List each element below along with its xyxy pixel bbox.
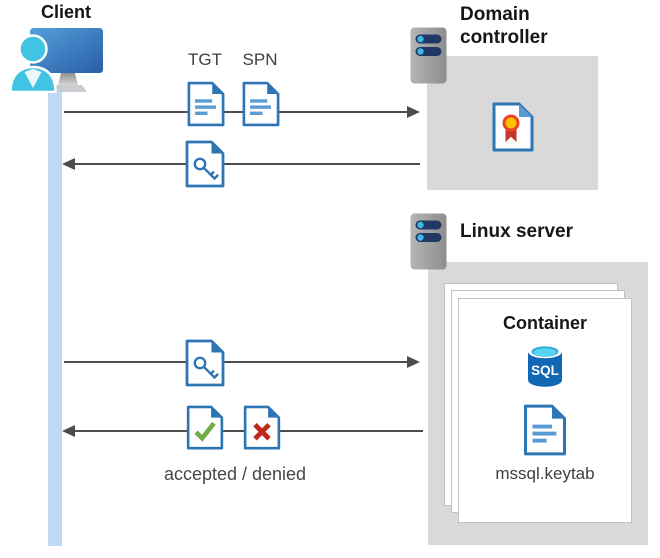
keytab-file-label: mssql.keytab — [495, 464, 595, 483]
sql-database-icon: SQL — [528, 344, 562, 387]
tgt-document-icon — [187, 81, 225, 127]
arrow-shaft — [64, 361, 409, 363]
client-title: Client — [40, 2, 91, 22]
container-title: Container — [502, 313, 587, 333]
denied-document-icon — [243, 405, 281, 450]
arrow-head-left — [62, 425, 75, 437]
client-to-dc-arrow — [64, 106, 420, 118]
spn-label: SPN — [242, 50, 278, 69]
linux-server-title: Linux server — [460, 221, 573, 242]
sql-badge-text: SQL — [531, 363, 559, 378]
key-ticket-document-icon — [185, 140, 225, 188]
result-label: accepted / denied — [163, 464, 307, 484]
accepted-document-icon — [186, 405, 224, 450]
client-lifeline — [48, 90, 62, 546]
client-to-server-arrow — [64, 356, 420, 368]
certificate-document-icon — [492, 102, 534, 152]
arrow-shaft — [73, 163, 420, 165]
keytab-document-icon — [523, 404, 567, 456]
domain-controller-server-icon — [410, 27, 447, 84]
dc-to-client-arrow — [62, 158, 420, 170]
arrow-head-right — [407, 106, 420, 118]
domain-controller-title: Domain controller — [460, 4, 548, 48]
key-ticket-document-icon — [185, 339, 225, 387]
client-computer-icon — [9, 28, 103, 93]
spn-document-icon — [242, 81, 280, 127]
arrow-head-left — [62, 158, 75, 170]
linux-server-icon — [410, 213, 447, 270]
arrow-shaft — [64, 111, 409, 113]
container-card: Container SQL mssql.keytab — [458, 298, 632, 523]
arrow-head-right — [407, 356, 420, 368]
tgt-label: TGT — [188, 50, 222, 69]
